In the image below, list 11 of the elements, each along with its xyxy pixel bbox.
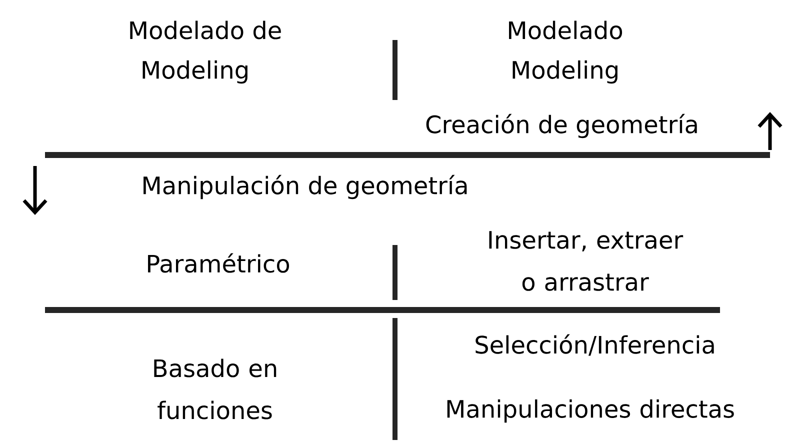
label: Basado en funciones (154, 358, 276, 420)
label: Modeling (512, 60, 618, 84)
label: Manipulación de geometría (144, 174, 467, 200)
label: Modelado de (130, 20, 281, 40)
label: Insertar, extraer o arrastrar (489, 231, 684, 291)
label: Modeling (142, 60, 248, 84)
label: Paramétrico (148, 253, 290, 273)
label: Manipulaciones directas (447, 399, 734, 423)
label: Selección/Inferencia (476, 334, 714, 356)
label: Modelado (509, 20, 622, 40)
label: Creación de geometría (426, 114, 697, 138)
